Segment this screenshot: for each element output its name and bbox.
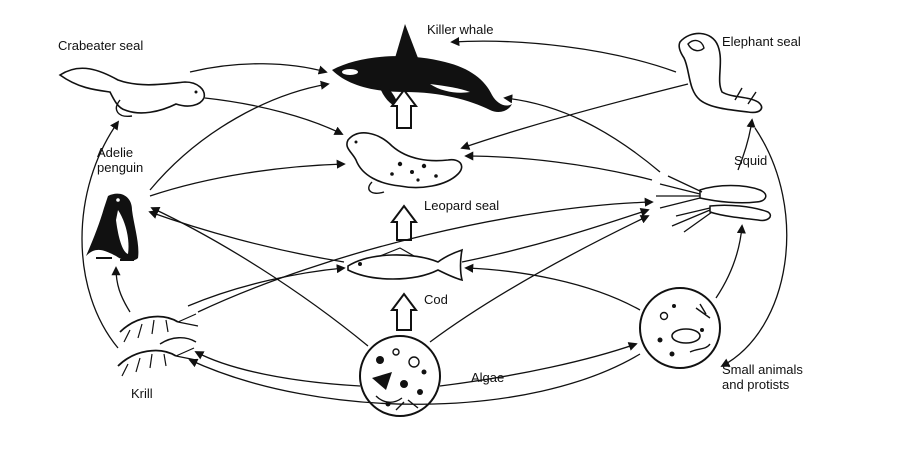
- arrow-algae-to-penguin: [150, 206, 369, 347]
- label-elephant-seal: Elephant seal: [722, 34, 801, 49]
- arrow-squid-to-whale: [503, 94, 661, 173]
- cod-illustration: [347, 247, 464, 282]
- arrow-penguin-to-whale: [149, 80, 330, 191]
- arrow-krill-to-squid: [197, 197, 654, 313]
- crabeater-seal-illustration: [58, 67, 206, 117]
- label-adelie-penguin: Adelie penguin: [97, 145, 144, 175]
- arrow-elephant-to-whale: [450, 37, 677, 73]
- small-animals-illustration: [639, 287, 721, 369]
- arrow-small-animals-to-krill: [188, 353, 641, 405]
- elephant-seal-illustration: [678, 32, 763, 114]
- arrow-cod-to-squid: [461, 207, 650, 263]
- arrow-penguin-to-leopard: [149, 159, 346, 197]
- arrow-squid-to-leopard: [464, 151, 653, 181]
- label-algae: Algae: [471, 370, 505, 385]
- arrow-algae-to-squid: [429, 215, 650, 343]
- block-arrow-cod-to-leopard: [390, 204, 418, 241]
- krill-illustration: [117, 313, 199, 377]
- arrow-krill-to-cod: [187, 264, 346, 307]
- killer-whale-illustration: [332, 24, 512, 112]
- arrow-cod-to-penguin: [148, 210, 345, 263]
- arrow-krill-to-penguin: [111, 266, 131, 313]
- label-killer-whale: Killer whale: [427, 22, 494, 37]
- label-leopard-seal: Leopard seal: [424, 198, 500, 213]
- arrow-small-animals-to-cod: [464, 263, 641, 311]
- block-arrows: [390, 88, 418, 331]
- adelie-penguin-illustration: [86, 193, 139, 261]
- arrow-crabeater-to-whale: [189, 63, 328, 75]
- arrow-elephant-to-leopard: [460, 83, 689, 150]
- feeding-arrows: [81, 37, 788, 405]
- arrow-algae-to-small-animals: [439, 342, 638, 387]
- arrow-whale-loop-right: [720, 127, 788, 367]
- label-crabeater-seal: Crabeater seal: [58, 38, 144, 53]
- arrow-algae-to-krill: [194, 351, 361, 387]
- arrow-crabeater-to-leopard: [204, 97, 344, 135]
- label-small-animals: Small animals and protists: [722, 362, 803, 392]
- arrow-squid-to-elephant: [737, 118, 756, 171]
- arrow-krill-to-crabeater: [81, 120, 120, 349]
- leopard-seal-illustration: [346, 132, 463, 194]
- arrow-small-animals-to-squid: [715, 224, 746, 299]
- label-squid: Squid: [734, 153, 768, 168]
- block-arrow-leopard-to-whale: [390, 88, 418, 129]
- block-arrow-algae-to-cod: [390, 292, 418, 331]
- squid-illustration: [656, 175, 772, 233]
- label-cod: Cod: [424, 292, 448, 307]
- label-krill: Krill: [131, 386, 153, 401]
